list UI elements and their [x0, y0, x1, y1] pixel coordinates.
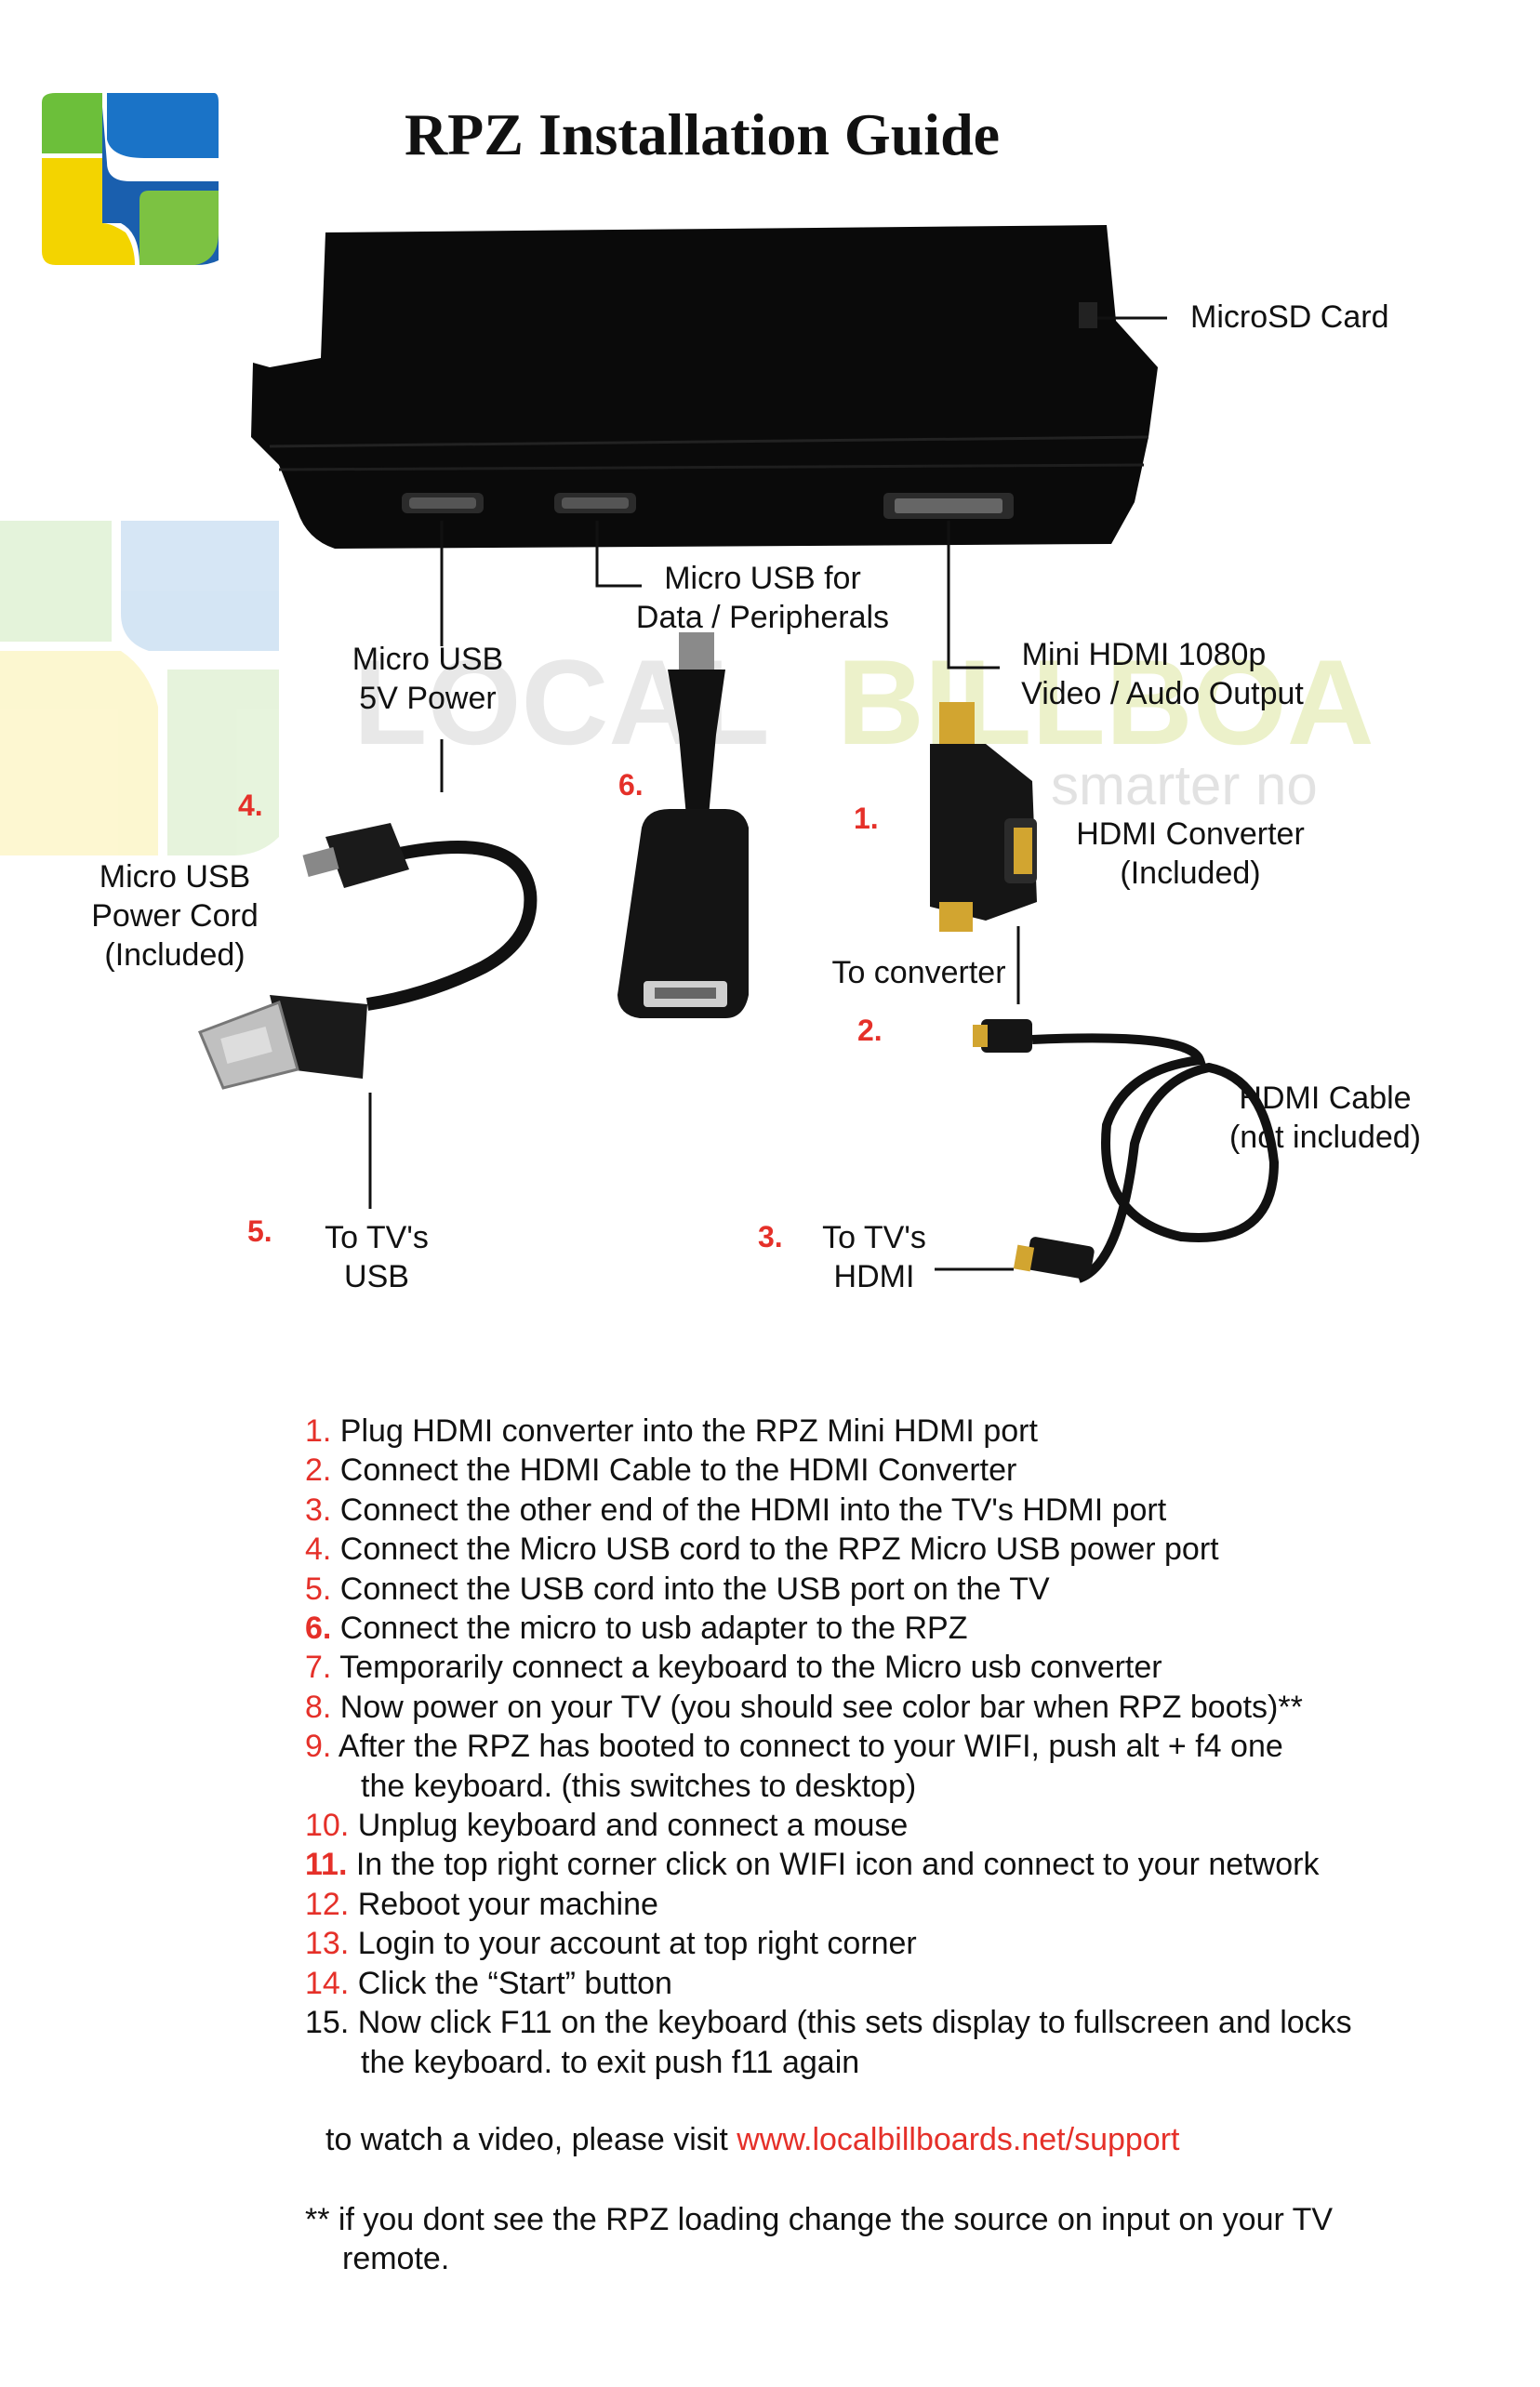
diagram-number-4: 4. — [238, 789, 263, 822]
footnote: ** if you dont see the RPZ loading chang… — [305, 2200, 1477, 2278]
page-title: RPZ Installation Guide — [404, 101, 1001, 167]
diagram-number-2: 2. — [857, 1014, 883, 1047]
svg-text:smarter no: smarter no — [1051, 754, 1318, 816]
step-item: 6. Connect the micro to usb adapter to t… — [305, 1611, 968, 1647]
mini-hdmi-label-1: Mini HDMI 1080p — [1021, 637, 1267, 672]
step-item: 7. Temporarily connect a keyboard to the… — [305, 1650, 1162, 1686]
to-tv-hdmi-label-2: HDMI — [833, 1259, 915, 1294]
to-tv-hdmi-label-1: To TV's — [822, 1220, 926, 1255]
hdmi-converter-label-1: HDMI Converter — [1076, 816, 1305, 852]
video-support-line: to watch a video, please visit www.local… — [325, 2120, 1179, 2159]
micro-usb-data-label-2: Data / Peripherals — [635, 600, 890, 635]
to-converter-label: To converter — [831, 955, 1006, 990]
to-tv-usb-label-1: To TV's — [325, 1220, 429, 1255]
diagram-number-1: 1. — [854, 802, 879, 835]
micro-usb-power-label-1: Micro USB — [352, 642, 504, 677]
step-item: 9. After the RPZ has booted to connect t… — [305, 1729, 1283, 1765]
step-item: 14. Click the “Start” button — [305, 1965, 672, 2001]
footnote-line-1: ** if you dont see the RPZ loading chang… — [305, 2202, 1334, 2237]
step-item: 2. Connect the HDMI Cable to the HDMI Co… — [305, 1452, 1017, 1489]
step-item: 5. Connect the USB cord into the USB por… — [305, 1571, 1050, 1607]
microsd-card-label: MicroSD Card — [1190, 299, 1389, 335]
step-item-continued: the keyboard. (this switches to desktop) — [361, 1768, 917, 1804]
step-item: 10. Unplug keyboard and connect a mouse — [305, 1808, 909, 1844]
mini-hdmi-label-2: Video / Audo Output — [1021, 676, 1304, 711]
diagram-number-6: 6. — [618, 768, 644, 802]
instruction-steps: 1. Plug HDMI converter into the RPZ Mini… — [305, 1412, 1477, 2082]
support-link[interactable]: www.localbillboards.net/support — [737, 2122, 1180, 2157]
step-item-continued: the keyboard. to exit push f11 again — [361, 2044, 860, 2080]
video-prefix: to watch a video, please visit — [325, 2122, 737, 2157]
step-item: 3. Connect the other end of the HDMI int… — [305, 1492, 1167, 1528]
micro-usb-data-label-1: Micro USB for — [664, 561, 861, 596]
step-item: 8. Now power on your TV (you should see … — [305, 1689, 1303, 1725]
to-tv-usb-label-2: USB — [344, 1259, 409, 1294]
step-item: 12. Reboot your machine — [305, 1886, 658, 1922]
micro-usb-power-label-2: 5V Power — [359, 681, 497, 716]
power-cord-label-2: Power Cord — [91, 898, 259, 934]
step-item: 11. In the top right corner click on WIF… — [305, 1847, 1320, 1883]
power-cord-label-3: (Included) — [104, 937, 246, 973]
power-cord-label-1: Micro USB — [99, 859, 251, 895]
diagram-number-5: 5. — [247, 1214, 272, 1248]
step-item: 13. Login to your account at top right c… — [305, 1926, 917, 1962]
hdmi-cable-label-1: HDMI Cable — [1239, 1081, 1412, 1116]
step-item: 1. Plug HDMI converter into the RPZ Mini… — [305, 1413, 1038, 1449]
footnote-line-2: remote. — [342, 2241, 450, 2276]
step-item: 4. Connect the Micro USB cord to the RPZ… — [305, 1532, 1219, 1568]
step-item: 15. Now click F11 on the keyboard (this … — [305, 2005, 1352, 2041]
hdmi-cable-label-2: (not included) — [1228, 1120, 1421, 1155]
hdmi-converter-label-2: (Included) — [1120, 855, 1261, 891]
diagram-number-3: 3. — [758, 1220, 783, 1253]
